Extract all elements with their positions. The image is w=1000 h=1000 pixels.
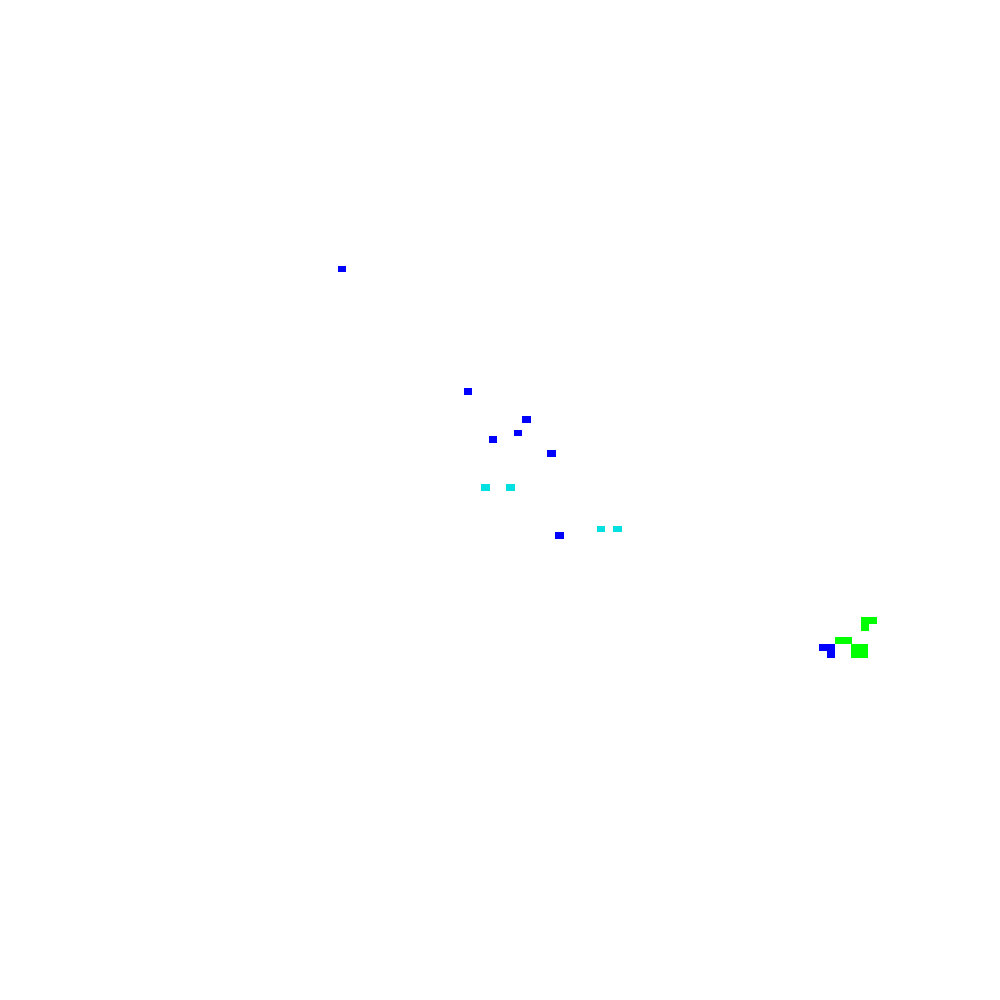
blue-pixel-block <box>827 651 835 658</box>
cyan-pixel-block <box>597 526 605 532</box>
blue-pixel-block <box>489 436 497 443</box>
blue-pixel-block <box>338 266 346 272</box>
blue-pixel-cluster <box>338 266 835 658</box>
green-pixel-block <box>851 644 868 651</box>
blue-pixel-block <box>819 644 835 651</box>
green-pixel-block <box>835 637 852 644</box>
green-pixel-block <box>861 617 877 624</box>
cyan-pixel-block <box>613 526 622 532</box>
blue-pixel-block <box>555 532 564 539</box>
cyan-pixel-block <box>506 484 515 491</box>
blue-pixel-block <box>522 416 531 423</box>
green-pixel-block <box>861 624 869 631</box>
blue-pixel-block <box>514 430 522 436</box>
cyan-pixel-block <box>481 484 490 491</box>
blue-pixel-block <box>547 450 556 457</box>
green-pixel-cluster <box>835 617 877 658</box>
green-pixel-block <box>851 651 868 658</box>
cyan-pixel-cluster <box>481 484 622 532</box>
blue-pixel-block <box>464 388 472 395</box>
